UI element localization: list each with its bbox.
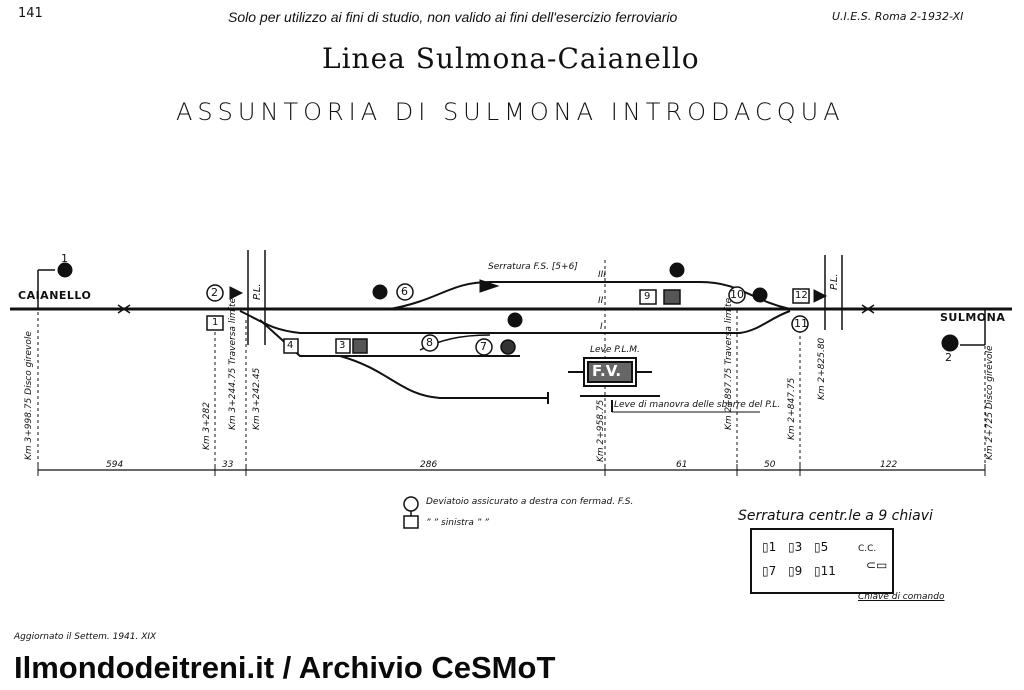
signal-8: 8: [426, 336, 433, 349]
signal-9: 9: [644, 291, 651, 302]
legend-square: ” ” sinistra ” ”: [426, 518, 489, 528]
reference-code: U.I.E.S. Roma 2-1932-XI: [832, 10, 964, 23]
disclaimer-note: Solo per utilizzo ai fini di studio, non…: [228, 9, 678, 25]
key-cc: C.C.: [858, 544, 877, 554]
update-note: Aggiornato il Settem. 1941. XIX: [14, 632, 157, 642]
distance-3: 286: [420, 460, 438, 470]
signal-right-disc: 2: [945, 351, 952, 364]
signal-7: 7: [480, 340, 487, 353]
key-11: ▯11: [814, 564, 836, 578]
distance-1: 594: [106, 460, 124, 470]
legend-circle: Deviatoio assicurato a destra con fermad…: [426, 497, 634, 507]
siding-2: [339, 355, 548, 399]
distance-4: 61: [676, 460, 688, 470]
fv-label: F.V.: [592, 362, 622, 380]
signal-6: 6: [401, 285, 408, 298]
signal-12: 12: [795, 290, 808, 301]
station-title: ASSUNTORIA DI SULMONA INTRODACQUA: [176, 98, 845, 126]
leve-plm-label: Leve P.L.M.: [590, 345, 640, 355]
key-5: ▯5: [814, 540, 829, 554]
km-2: Km 3+244.75 Traversa limite: [228, 297, 238, 430]
station-caianello: CAIANELLO: [18, 289, 92, 302]
km-1: Km 3+282: [202, 402, 212, 450]
signal-1-box: 1: [212, 317, 219, 328]
km-3: Km 3+242.45: [252, 367, 262, 430]
key-lock-box: ▯1 ▯3 ▯5 ▯7 ▯9 ▯11 C.C. ⊂▭: [750, 528, 894, 594]
key-7: ▯7: [762, 564, 777, 578]
station-sulmona: SULMONA: [940, 311, 1006, 324]
key-3: ▯3: [788, 540, 803, 554]
key-command-icon: ⊂▭: [866, 558, 888, 572]
signal-head-left: [57, 262, 73, 278]
signal-3: 3: [339, 340, 346, 351]
km-right: Km 2+725 Disco girevole: [985, 345, 995, 460]
km-left: Km 3+998.75 Disco girevole: [24, 331, 34, 460]
track-i-label: I: [600, 322, 603, 332]
km-6: Km 2+847.75: [787, 377, 797, 440]
track-i: [239, 310, 791, 334]
pl-right-label: P.L.: [829, 273, 840, 290]
page-number: 141: [18, 6, 43, 21]
serratura-label: Serratura F.S. [5+6]: [488, 262, 578, 272]
distance-5: 50: [764, 460, 776, 470]
track-iii-label: III: [598, 270, 606, 280]
distance-6: 122: [880, 460, 898, 470]
signal-11: 11: [794, 317, 808, 330]
archive-watermark: Ilmondodeitreni.it / Archivio CeSMoT: [14, 650, 556, 685]
line-title: Linea Sulmona-Caianello: [322, 42, 700, 75]
signal-1: 1: [61, 252, 68, 265]
km-4: Km 2+958.75: [596, 399, 606, 462]
signal-2: 2: [211, 286, 218, 299]
km-5: Km 2+897.75 Traversa limite: [724, 297, 734, 430]
leve-manovra-label: Leve di manovra delle sbarre del P.L.: [614, 400, 781, 410]
key-1: ▯1: [762, 540, 777, 554]
km-7: Km 2+825.80: [817, 337, 827, 400]
distance-2: 33: [222, 460, 234, 470]
keybox-title: Serratura centr.le a 9 chiavi: [738, 508, 933, 524]
signal-head-right: [941, 334, 959, 352]
signal-4: 4: [287, 340, 294, 351]
track-ii-label: II: [598, 296, 604, 306]
key-9: ▯9: [788, 564, 803, 578]
keybox-caption: Chiave di comando: [858, 592, 945, 602]
siding-1: [259, 319, 520, 357]
signal-10: 10: [730, 288, 744, 301]
pl-left-label: P.L.: [252, 283, 263, 300]
